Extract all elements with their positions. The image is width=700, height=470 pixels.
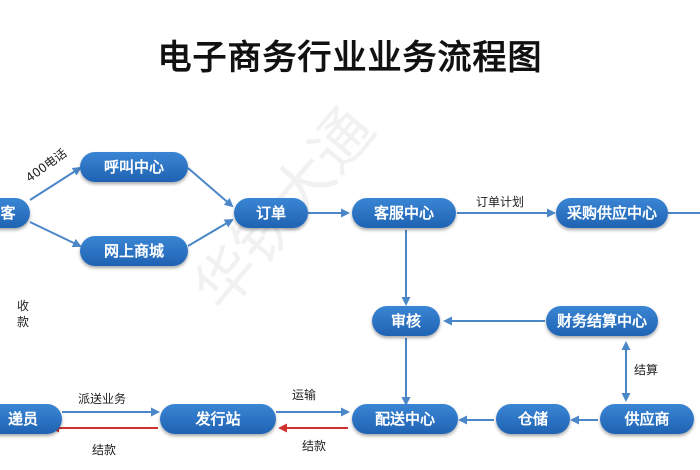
node-warehouse: 仓储: [496, 404, 570, 434]
node-call-center: 呼叫中心: [80, 152, 188, 182]
diagram-title: 电子商务行业业务流程图: [157, 38, 543, 78]
arrow-mall-order: [187, 218, 234, 247]
node-online-mall: 网上商城: [80, 236, 188, 266]
node-delivery-center: 配送中心: [352, 404, 458, 434]
label-dispatch-business: 派送业务: [78, 392, 127, 406]
node-review: 审核: [372, 306, 440, 336]
label-settlement: 结算: [634, 363, 659, 377]
node-courier: 递员: [0, 404, 62, 434]
label-collect-payment: 收款: [17, 299, 30, 329]
node-dispatch-station: 发行站: [160, 404, 276, 434]
node-service-center: 客服中心: [352, 198, 456, 228]
label-pay-right: 结款: [302, 439, 327, 453]
node-supplier: 供应商: [600, 404, 694, 434]
node-purchase-center: 采购供应中心: [556, 198, 668, 228]
arrow-callcenter-order: [187, 167, 234, 208]
label-transport: 运输: [292, 388, 317, 402]
arrow-customer-callcenter: [29, 166, 82, 201]
label-order-plan: 订单计划: [476, 195, 525, 209]
arrow-customer-mall: [29, 221, 82, 248]
label-pay-left: 结款: [92, 443, 117, 457]
node-order: 订单: [234, 198, 308, 228]
node-finance-center: 财务结算中心: [546, 306, 658, 336]
node-customer: 客: [0, 198, 30, 228]
